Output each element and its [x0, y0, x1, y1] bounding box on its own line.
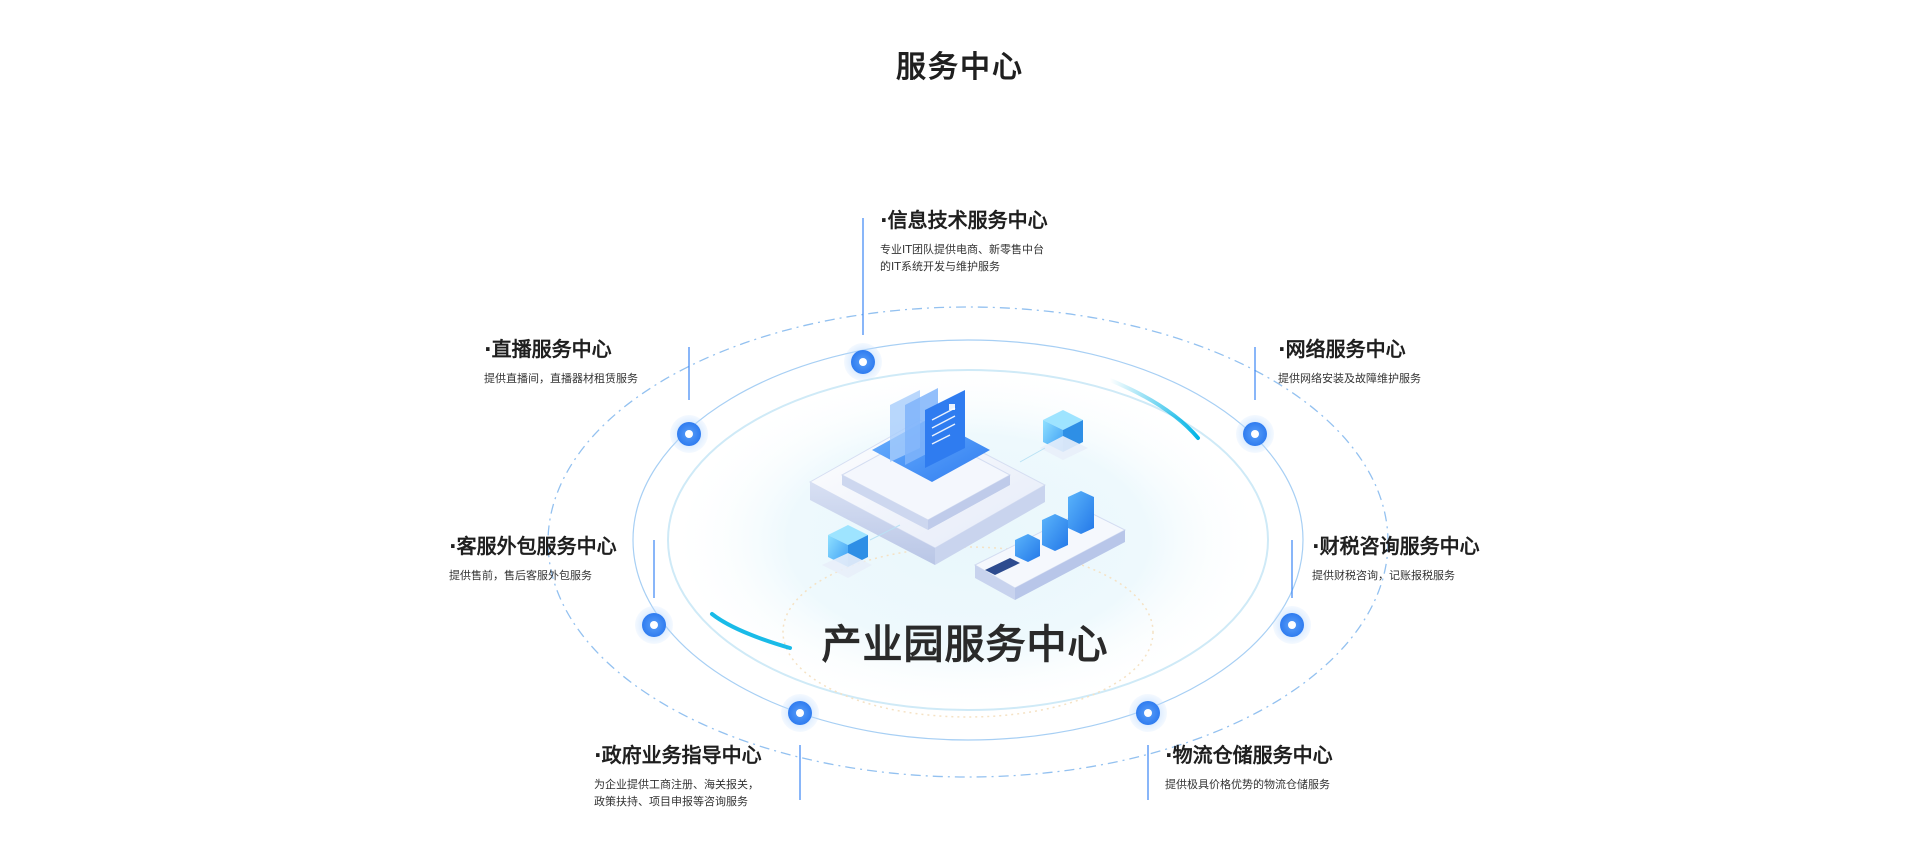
service-desc-line: 提供财税咨询，记账报税服务 — [1312, 569, 1455, 582]
service-it: ·信息技术服务中心 专业IT团队提供电商、新零售中台 的IT系统开发与维护服务 — [880, 207, 1048, 275]
service-title: ·信息技术服务中心 — [880, 208, 1048, 232]
service-desc-line: 专业IT团队提供电商、新零售中台 — [880, 243, 1044, 256]
service-desc: 提供财税咨询，记账报税服务 — [1312, 567, 1480, 584]
service-desc-line: 提供极具价格优势的物流仓储服务 — [1165, 778, 1330, 791]
service-desc-line: 提供网络安装及故障维护服务 — [1278, 372, 1421, 385]
outer-ring — [547, 306, 1389, 778]
middle-ring — [632, 339, 1304, 741]
service-government: ·政府业务指导中心 为企业提供工商注册、海关报关， 政策扶持、项目申报等咨询服务 — [594, 742, 762, 810]
node-dot-customer-service — [635, 606, 673, 644]
node-dot-network — [1236, 415, 1274, 453]
service-node-dots — [635, 343, 1311, 732]
connector-lines — [653, 218, 1293, 800]
service-desc-line: 政策扶持、项目申报等咨询服务 — [594, 795, 748, 808]
service-desc-line: 提供售前，售后客服外包服务 — [449, 569, 592, 582]
isometric-platform-illustration — [808, 388, 1127, 600]
node-dot-logistics — [1129, 694, 1167, 732]
service-desc: 为企业提供工商注册、海关报关， 政策扶持、项目申报等咨询服务 — [594, 776, 762, 810]
service-title: ·财税咨询服务中心 — [1312, 534, 1480, 558]
service-live: ·直播服务中心 提供直播间，直播器材租赁服务 — [484, 336, 638, 387]
page-title: 服务中心 — [896, 50, 1024, 85]
inner-ring — [667, 369, 1269, 711]
service-desc: 提供售前，售后客服外包服务 — [449, 567, 617, 584]
node-dot-live — [670, 415, 708, 453]
service-desc-line: 为企业提供工商注册、海关报关， — [594, 778, 759, 791]
service-logistics: ·物流仓储服务中心 提供极具价格优势的物流仓储服务 — [1165, 742, 1333, 793]
service-desc: 提供网络安装及故障维护服务 — [1278, 370, 1421, 387]
node-dot-it — [844, 343, 882, 381]
center-title: 产业园服务中心 — [821, 622, 1109, 668]
service-title: ·网络服务中心 — [1278, 337, 1406, 361]
service-desc: 专业IT团队提供电商、新零售中台 的IT系统开发与维护服务 — [880, 241, 1048, 275]
service-title: ·客服外包服务中心 — [449, 534, 617, 558]
service-customer: ·客服外包服务中心 提供售前，售后客服外包服务 — [449, 533, 617, 584]
node-dot-tax — [1273, 606, 1311, 644]
service-desc: 提供直播间，直播器材租赁服务 — [484, 370, 638, 387]
service-network: ·网络服务中心 提供网络安装及故障维护服务 — [1278, 336, 1421, 387]
sweep-arc-bottom — [710, 612, 792, 650]
service-tax: ·财税咨询服务中心 提供财税咨询，记账报税服务 — [1312, 533, 1480, 584]
node-dot-government — [781, 694, 819, 732]
service-title: ·直播服务中心 — [484, 337, 612, 361]
service-title: ·物流仓储服务中心 — [1165, 743, 1333, 767]
inner-dotted-ring — [782, 546, 1154, 718]
sweep-arc-top — [1108, 378, 1200, 440]
service-desc-line: 的IT系统开发与维护服务 — [880, 260, 1000, 273]
service-desc-line: 提供直播间，直播器材租赁服务 — [484, 372, 638, 385]
service-title: ·政府业务指导中心 — [594, 743, 762, 767]
service-desc: 提供极具价格优势的物流仓储服务 — [1165, 776, 1333, 793]
